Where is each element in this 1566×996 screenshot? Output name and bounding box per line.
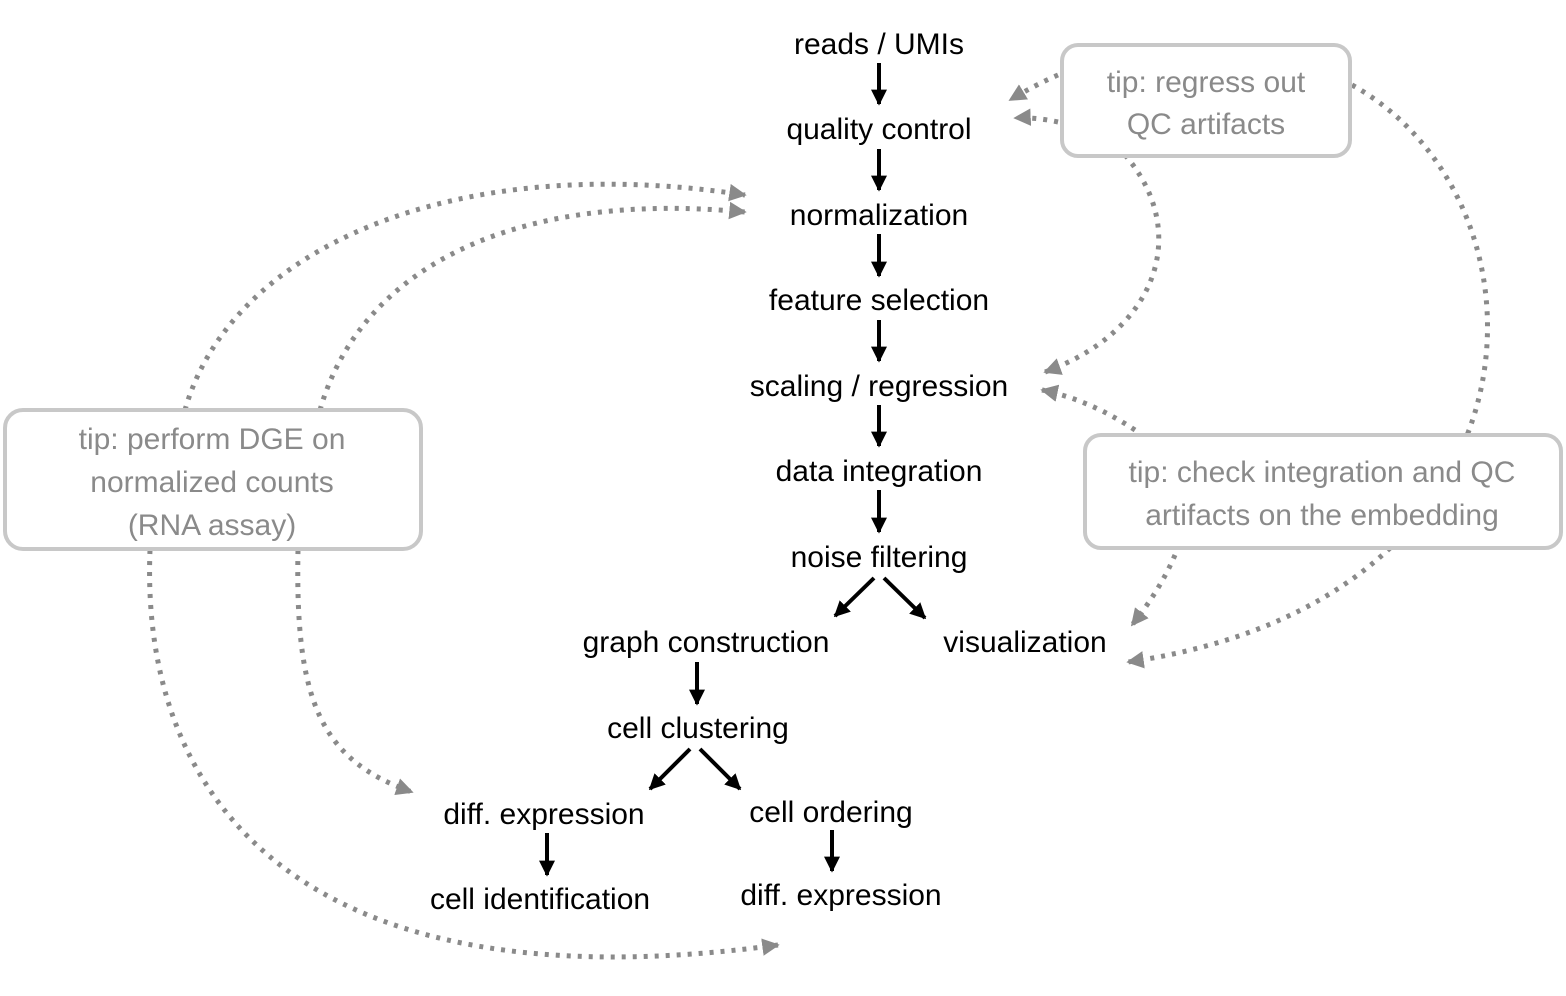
tip-arrow-regress-to-qc-2 [1013, 108, 1059, 126]
step-quality-control: quality control [786, 113, 971, 146]
step-scaling-regression: scaling / regression [750, 370, 1008, 403]
tip-regress-line-1: tip: regress out [1107, 66, 1306, 99]
flow-arrow [698, 747, 742, 791]
tip-arrows [147, 72, 1490, 960]
step-cell-clustering: cell clustering [607, 712, 789, 745]
tip-dge-line-1: tip: perform DGE on [79, 423, 346, 456]
tip-arrow-dge-to-diff-expression-1 [295, 549, 414, 796]
tip-arrow-dge-to-normalization-2 [317, 201, 747, 411]
tip-check-line-1: tip: check integration and QC [1129, 456, 1516, 489]
step-reads-umis: reads / UMIs [794, 28, 964, 61]
tip-arrow-check-to-scaling [1040, 384, 1137, 433]
tip-box-dge-border [3, 408, 423, 551]
step-graph-construction: graph construction [583, 626, 830, 659]
tip-box-regress-border [1060, 43, 1352, 158]
step-diff-expression-2: diff. expression [740, 879, 941, 912]
tip-dge-line-3: (RNA assay) [128, 509, 296, 542]
step-cell-ordering: cell ordering [749, 796, 912, 829]
flow-arrow [648, 747, 692, 791]
tip-arrow-dge-to-diff-expression-2 [147, 549, 780, 960]
tip-box-check-border [1083, 433, 1563, 550]
flow-arrows [539, 63, 927, 877]
step-cell-identification: cell identification [430, 883, 650, 916]
tip-arrow-regress-to-qc-1 [1008, 72, 1059, 103]
step-noise-filtering: noise filtering [791, 541, 968, 574]
step-diff-expression-1: diff. expression [443, 798, 644, 831]
tip-box-dge: tip: perform DGE on normalized counts (R… [3, 408, 423, 551]
step-visualization: visualization [943, 626, 1106, 659]
tip-arrow-check-to-visualization [1130, 554, 1178, 627]
workflow-steps: reads / UMIs quality control normalizati… [430, 28, 1107, 916]
tip-arrow-regress-to-visualization [1126, 82, 1490, 669]
step-normalization: normalization [790, 199, 968, 232]
flow-arrow [833, 576, 876, 618]
tip-regress-line-2: QC artifacts [1127, 108, 1285, 141]
tip-dge-line-2: normalized counts [90, 466, 333, 499]
flow-arrow [882, 576, 927, 620]
step-feature-selection: feature selection [769, 284, 989, 317]
step-data-integration: data integration [776, 455, 983, 488]
tip-arrow-dge-to-normalization-1 [182, 181, 747, 411]
tip-box-check: tip: check integration and QC artifacts … [1083, 433, 1563, 550]
tip-box-regress: tip: regress out QC artifacts [1060, 43, 1352, 158]
tip-arrow-regress-to-scaling [1043, 153, 1162, 375]
tip-check-line-2: artifacts on the embedding [1145, 499, 1499, 532]
